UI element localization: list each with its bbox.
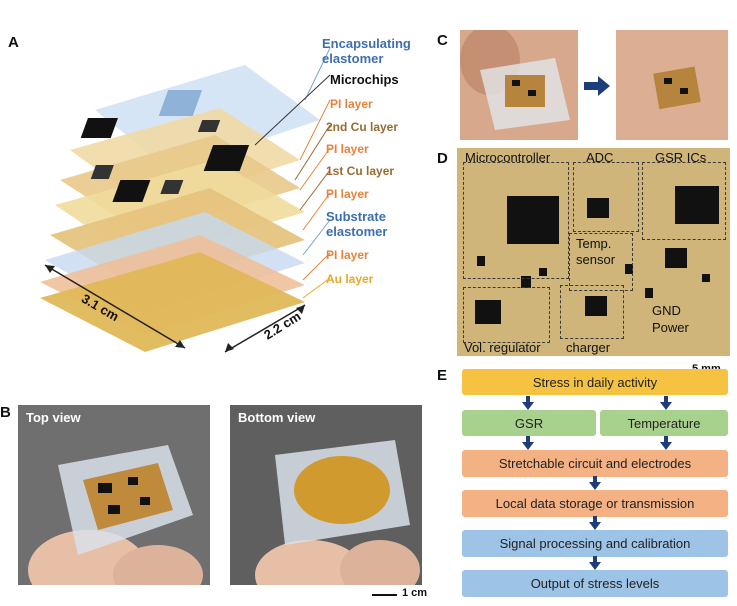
panel-letter-d: D — [437, 150, 448, 167]
panel-letter-e: E — [437, 367, 448, 384]
circuit-board-photo — [457, 148, 730, 356]
bottom-view-photo — [230, 405, 422, 585]
adc-region — [573, 162, 639, 232]
scale-label-b: 1 cm — [402, 587, 428, 599]
layer-label-substrate-1: Substrate — [326, 209, 386, 224]
flow-storage-box: Local data storage or transmission — [462, 490, 728, 517]
arrow-temp-circuit — [660, 436, 672, 450]
layer-label-au: Au layer — [326, 272, 374, 286]
arrow-stress-gsr — [522, 396, 534, 410]
label-charger: charger — [566, 340, 611, 355]
flow-signal-box: Signal processing and calibration — [462, 530, 728, 557]
arrow-gsr-circuit — [522, 436, 534, 450]
label-gnd: GND — [652, 303, 681, 318]
label-microcontroller: Microcontroller — [465, 150, 551, 165]
layer-label-pi-3: PI layer — [326, 187, 369, 201]
flow-stress-box: Stress in daily activity — [462, 369, 728, 395]
arrow-circuit-storage — [589, 476, 601, 490]
scale-bar-b — [372, 594, 397, 596]
microcontroller-region — [463, 162, 569, 279]
label-temp: Temp. — [576, 236, 612, 251]
layer-label-encapsulating-2: elastomer — [322, 51, 384, 66]
bottom-view-label: Bottom view — [238, 410, 316, 425]
skin-attach-photo-2 — [616, 30, 728, 140]
layer-label-pi-4: PI layer — [326, 248, 369, 262]
layer-label-pi-2: PI layer — [326, 142, 369, 156]
flow-output-box: Output of stress levels — [462, 570, 728, 597]
panel-letter-a: A — [8, 34, 19, 51]
layer-label-encapsulating-1: Encapsulating — [322, 36, 411, 51]
skin-attach-photo-1 — [460, 30, 578, 140]
label-adc: ADC — [586, 150, 614, 165]
exploded-layer-illustration — [40, 47, 331, 353]
flow-circuit-box: Stretchable circuit and electrodes — [462, 450, 728, 477]
layer-label-2nd-cu: 2nd Cu layer — [326, 120, 399, 134]
label-sensor: sensor — [576, 252, 616, 267]
panel-letter-c: C — [437, 32, 448, 49]
top-view-label: Top view — [26, 410, 81, 425]
top-view-photo — [18, 405, 210, 585]
layer-label-pi-1: PI layer — [330, 97, 373, 111]
arrow-right-icon — [584, 76, 610, 96]
label-gsr-ics: GSR ICs — [655, 150, 707, 165]
flow-temperature-box: Temperature — [600, 410, 728, 436]
layer-label-1st-cu: 1st Cu layer — [326, 164, 395, 178]
label-vol-regulator: Vol. regulator — [464, 340, 541, 355]
temp-sensor-region — [569, 233, 633, 291]
arrow-stress-temp — [660, 396, 672, 410]
layer-label-microchips: Microchips — [330, 72, 399, 87]
gsr-region — [642, 162, 726, 240]
panel-letter-b: B — [0, 404, 11, 421]
arrow-signal-output — [589, 556, 601, 570]
arrow-storage-signal — [589, 516, 601, 530]
label-power: Power — [652, 320, 689, 335]
vol-regulator-region — [463, 287, 550, 343]
flow-gsr-box: GSR — [462, 410, 596, 436]
charger-region — [560, 285, 624, 339]
layer-label-substrate-2: elastomer — [326, 224, 388, 239]
